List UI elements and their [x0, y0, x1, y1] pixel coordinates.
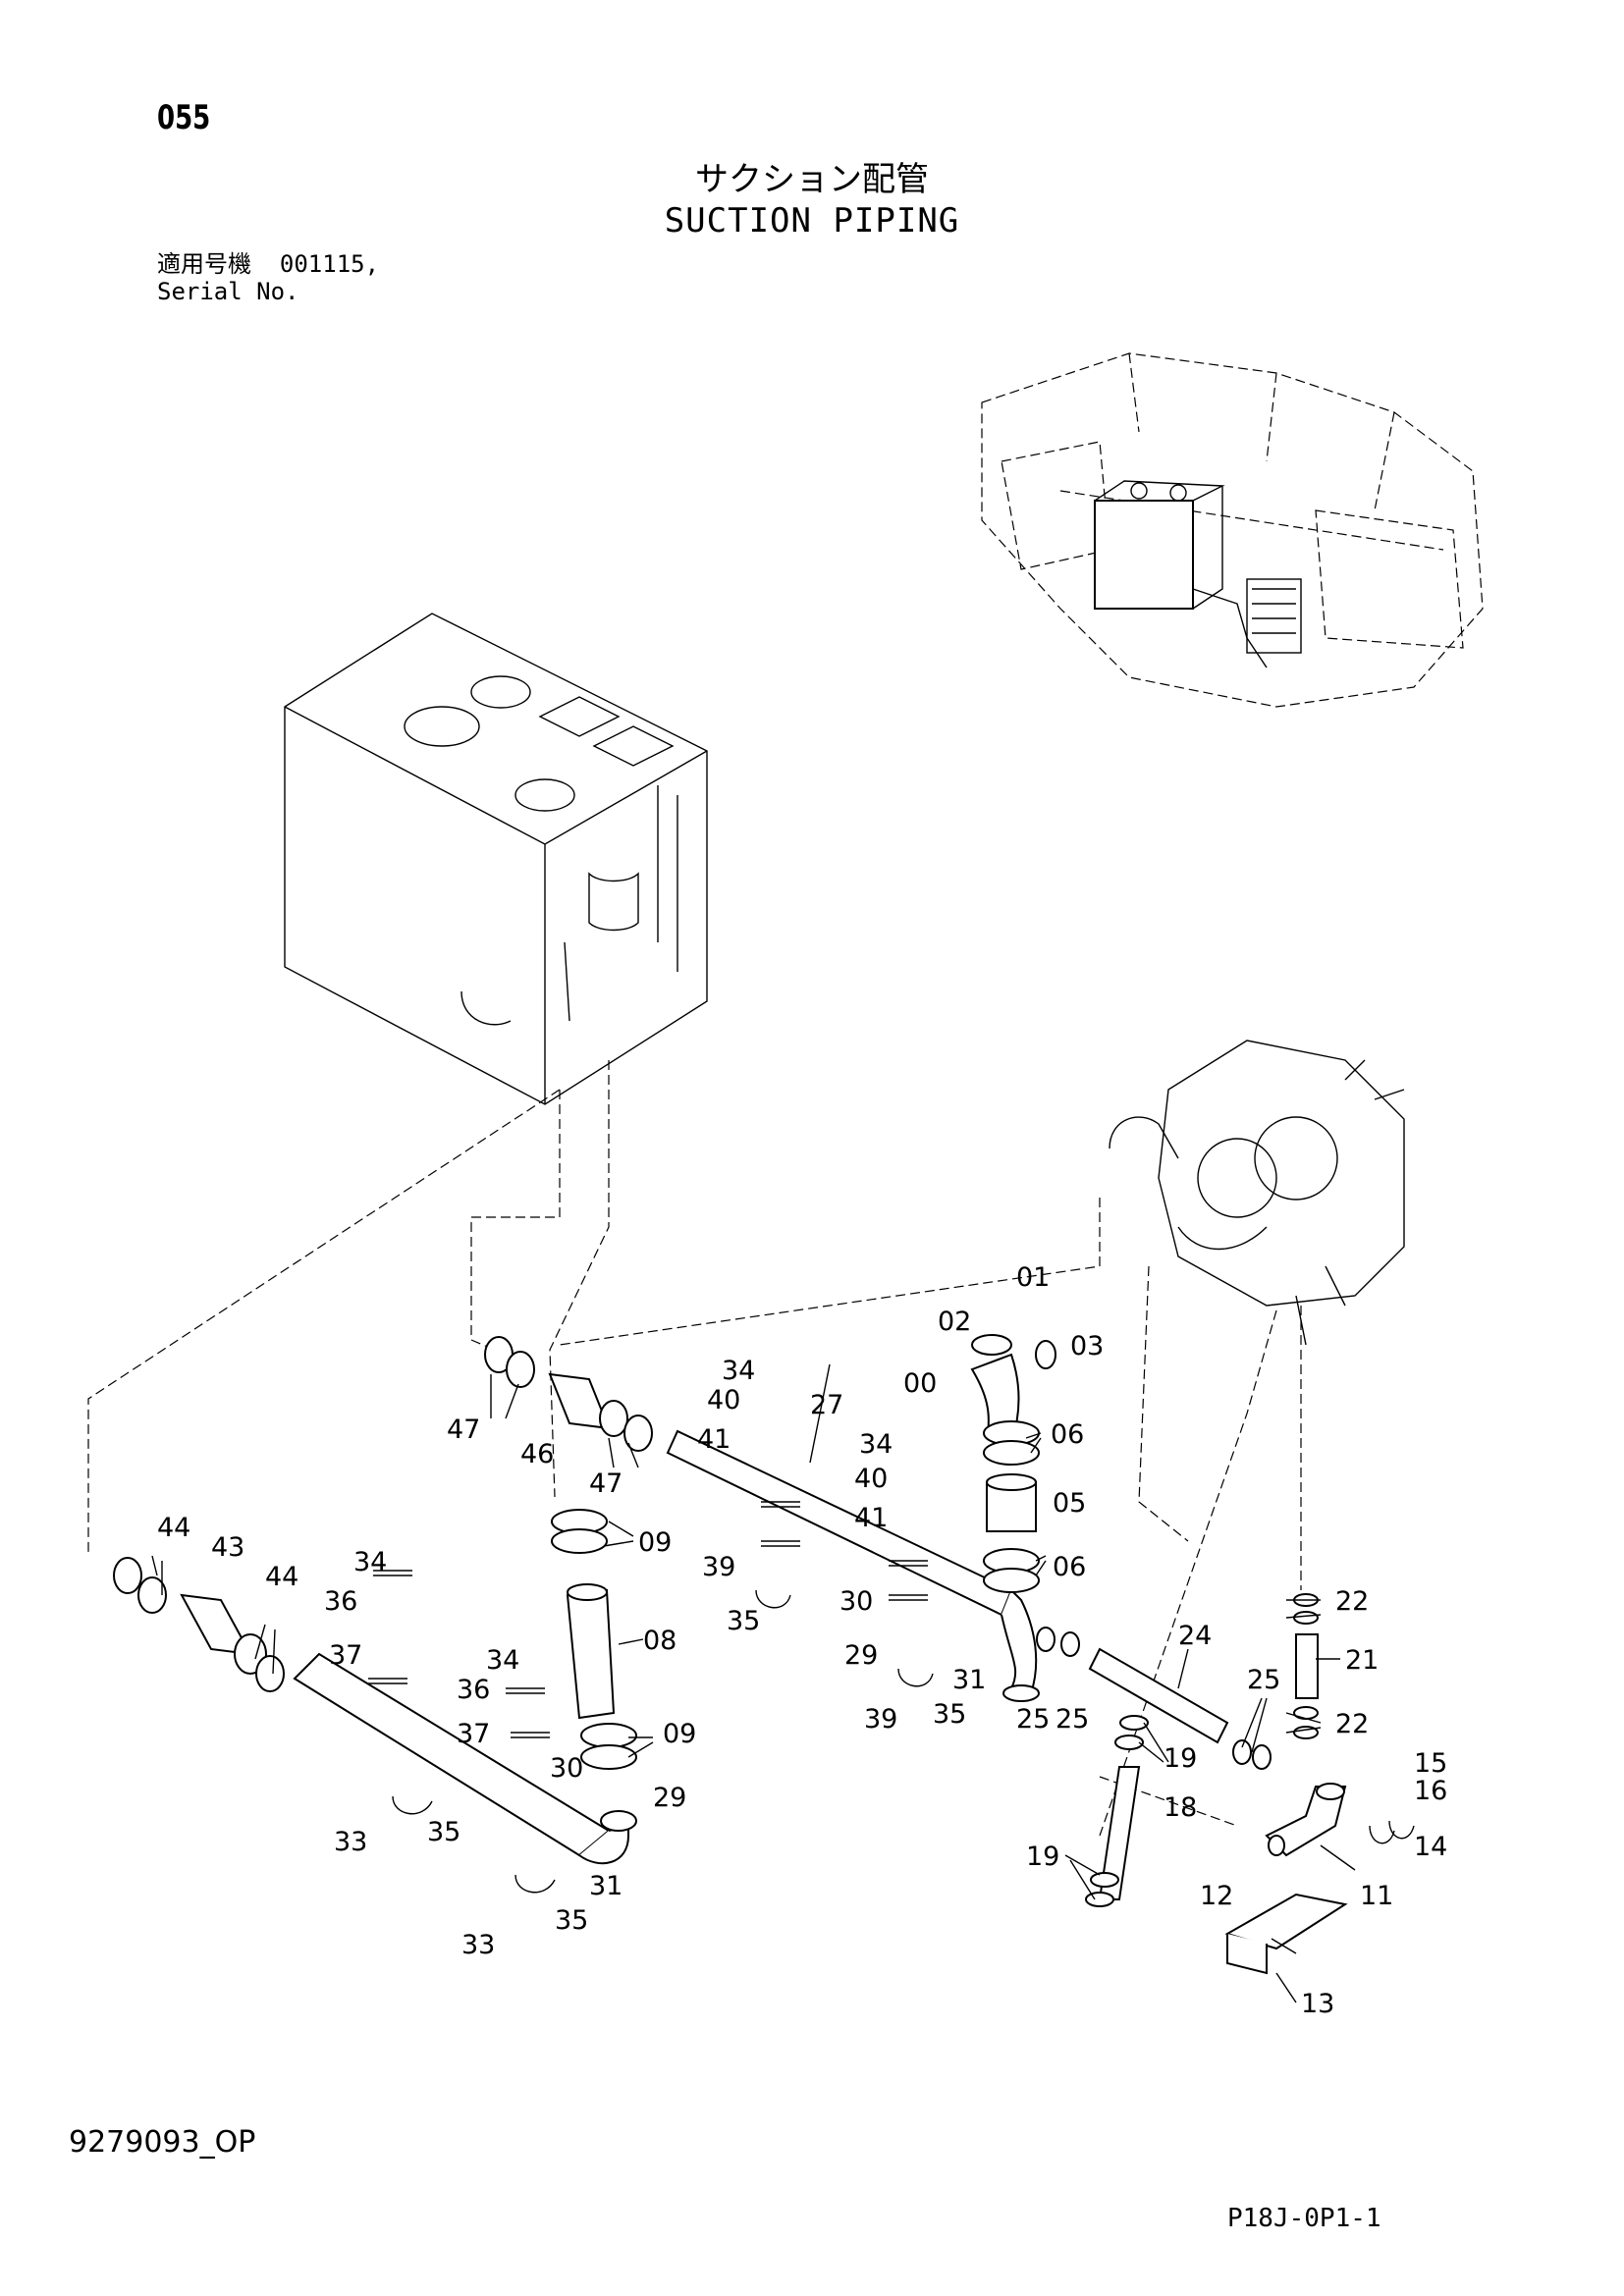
part-label-33-upper: 33 — [334, 1827, 367, 1857]
part-label-08: 08 — [643, 1626, 677, 1656]
serial-block: 適用号機 001115, Serial No. — [157, 250, 379, 305]
machine-overview-illustration — [981, 352, 1484, 708]
part-label-35-c: 35 — [427, 1817, 460, 1847]
part-label-11: 11 — [1360, 1881, 1393, 1911]
part-label-35-b: 35 — [933, 1699, 966, 1730]
part-label-46: 46 — [520, 1439, 554, 1469]
part-label-02: 02 — [938, 1307, 971, 1337]
part-label-12: 12 — [1200, 1881, 1233, 1911]
title-english: SUCTION PIPING — [664, 201, 960, 240]
part-label-13: 13 — [1301, 1989, 1334, 2019]
part-label-06-lower: 06 — [1053, 1552, 1086, 1582]
part-label-44-right: 44 — [265, 1562, 298, 1592]
part-label-34-c: 34 — [353, 1547, 387, 1577]
part-label-47-right: 47 — [589, 1468, 623, 1499]
hydraulic-tank-illustration — [284, 613, 708, 1105]
part-label-29-right: 29 — [844, 1640, 878, 1671]
part-label-34-d: 34 — [486, 1645, 519, 1676]
part-label-00: 00 — [903, 1368, 937, 1399]
part-label-43: 43 — [211, 1532, 244, 1563]
part-label-44-left: 44 — [157, 1513, 190, 1543]
parts-group — [113, 1334, 1415, 1975]
part-label-15: 15 — [1414, 1748, 1447, 1779]
part-label-47-left: 47 — [447, 1415, 480, 1445]
part-label-25-middle: 25 — [1056, 1704, 1089, 1735]
part-label-25-left: 25 — [1016, 1704, 1050, 1735]
serial-line-jp: 適用号機 001115, — [157, 250, 379, 278]
part-label-41-a: 41 — [697, 1424, 731, 1455]
part-label-37-upper: 37 — [329, 1640, 362, 1671]
part-label-35-d: 35 — [555, 1905, 588, 1936]
part-label-16: 16 — [1414, 1776, 1447, 1806]
part-label-39-upper: 39 — [702, 1552, 735, 1582]
part-label-09-lower: 09 — [663, 1719, 696, 1749]
serial-value: 001115, — [279, 250, 380, 278]
part-label-19-upper: 19 — [1164, 1743, 1197, 1774]
part-label-29-left: 29 — [653, 1783, 686, 1813]
pump-assembly-illustration — [1109, 1040, 1405, 1346]
title-japanese: サクション配管 — [695, 160, 929, 199]
part-label-40-b: 40 — [854, 1464, 888, 1494]
part-label-37-lower: 37 — [457, 1719, 490, 1749]
part-label-40-a: 40 — [707, 1385, 740, 1415]
part-label-30-left: 30 — [550, 1753, 583, 1784]
part-label-03: 03 — [1070, 1331, 1104, 1362]
part-label-18: 18 — [1164, 1792, 1197, 1823]
part-label-36-upper: 36 — [324, 1586, 357, 1617]
part-label-30-right: 30 — [839, 1586, 873, 1617]
part-label-01: 01 — [1016, 1262, 1050, 1293]
serial-label-jp: 適用号機 — [157, 250, 251, 278]
part-label-21: 21 — [1345, 1645, 1379, 1676]
part-label-35-a: 35 — [727, 1606, 760, 1636]
part-label-33-lower: 33 — [461, 1930, 495, 1960]
part-label-41-b: 41 — [854, 1503, 888, 1533]
part-label-24: 24 — [1178, 1621, 1212, 1651]
part-label-19-lower: 19 — [1026, 1842, 1059, 1872]
part-label-22-lower: 22 — [1335, 1709, 1369, 1739]
part-label-14: 14 — [1414, 1832, 1447, 1862]
part-label-34-b: 34 — [859, 1429, 893, 1460]
part-label-05: 05 — [1053, 1488, 1086, 1519]
part-label-22-upper: 22 — [1335, 1586, 1369, 1617]
part-number-labels: 01 02 03 00 06 05 06 09 08 09 11 12 13 1… — [157, 1262, 1447, 2019]
part-label-31-right: 31 — [952, 1665, 986, 1695]
page-number: 055 — [157, 98, 211, 137]
sheet-code: P18J-0P1-1 — [1227, 2204, 1381, 2233]
part-label-27: 27 — [810, 1390, 843, 1420]
part-label-06-upper: 06 — [1051, 1419, 1084, 1450]
part-label-39-lower: 39 — [864, 1704, 897, 1735]
part-label-34-a: 34 — [722, 1356, 755, 1386]
part-label-25-right: 25 — [1247, 1665, 1280, 1695]
part-label-36-lower: 36 — [457, 1675, 490, 1705]
serial-label-en: Serial No. — [157, 278, 299, 305]
part-label-31-left: 31 — [589, 1871, 623, 1901]
label-leaders — [151, 1363, 1356, 2003]
document-code: 9279093_OP — [69, 2125, 256, 2160]
part-label-09-upper: 09 — [638, 1527, 672, 1558]
